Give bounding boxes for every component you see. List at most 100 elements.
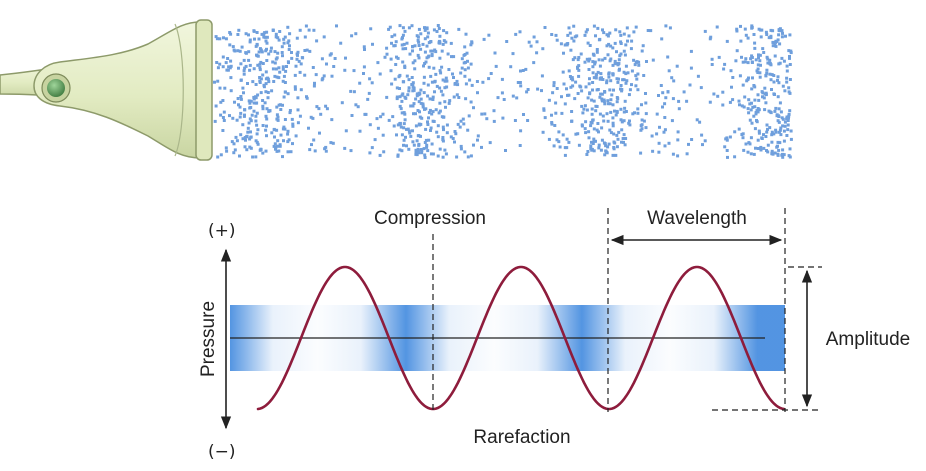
particle-dot	[785, 64, 789, 68]
particle-dot	[524, 67, 528, 71]
particle-dot	[244, 64, 248, 68]
particle-dot	[427, 65, 431, 69]
particle-dot	[788, 147, 792, 151]
particle-dot	[265, 41, 269, 45]
particle-dot	[256, 142, 260, 146]
particle-dot	[287, 48, 291, 51]
particle-dot	[599, 92, 603, 96]
particle-dot	[780, 35, 784, 39]
particle-dot	[542, 108, 546, 112]
particle-dot	[757, 53, 760, 57]
particle-dot	[375, 117, 379, 121]
particle-dot	[254, 83, 258, 86]
particle-dot	[278, 30, 282, 33]
particle-dot	[275, 105, 279, 109]
particle-dot	[257, 37, 261, 41]
particle-dot	[788, 56, 791, 60]
particle-dot	[240, 45, 244, 49]
particle-dot	[666, 90, 670, 94]
particle-dot	[644, 92, 647, 95]
particle-dot	[352, 69, 356, 73]
particle-dot	[624, 137, 628, 140]
particle-dot	[788, 55, 791, 58]
particle-dot	[576, 66, 580, 70]
particle-dot	[699, 86, 703, 90]
particle-dot	[492, 119, 496, 123]
particle-dot	[350, 114, 354, 117]
particle-dot	[559, 42, 563, 46]
particle-dot	[400, 133, 404, 137]
particle-dot	[621, 137, 625, 140]
particle-dot	[385, 52, 389, 56]
particle-dot	[413, 44, 417, 48]
particle-dot	[288, 111, 292, 115]
particle-dot	[584, 30, 588, 34]
particle-dot	[419, 32, 423, 36]
particle-dot	[395, 95, 399, 99]
particle-dot	[639, 128, 643, 132]
particle-dot	[576, 58, 580, 62]
particle-dot	[555, 138, 559, 142]
particle-dot	[768, 110, 772, 114]
particle-dot	[602, 99, 606, 103]
particle-dot	[615, 145, 619, 149]
particle-dot	[622, 32, 626, 36]
particle-dot	[422, 64, 425, 68]
particle-dot	[414, 148, 418, 152]
particle-dot	[780, 29, 784, 33]
particle-dot	[710, 57, 714, 61]
particle-dot	[543, 26, 547, 29]
particle-dot	[281, 155, 284, 159]
particle-dot	[750, 121, 754, 125]
particle-dot	[712, 92, 716, 96]
particle-dot	[735, 49, 739, 53]
particle-dot	[569, 85, 573, 89]
particle-dot	[587, 136, 591, 140]
particle-dot	[671, 97, 675, 101]
particle-dot	[547, 137, 551, 141]
particle-dot	[393, 33, 397, 37]
particle-dot	[410, 24, 414, 28]
particle-dot	[623, 106, 627, 110]
particle-dot	[509, 65, 513, 69]
particle-dot	[622, 119, 626, 123]
particle-dot	[269, 46, 273, 50]
particle-dot	[634, 74, 638, 78]
particle-dot	[368, 123, 372, 127]
particle-dot	[598, 76, 602, 80]
particle-dot	[442, 29, 446, 33]
particle-dot	[261, 107, 265, 111]
particle-dot	[571, 84, 575, 88]
particle-dot	[252, 95, 256, 99]
particle-dot	[438, 41, 442, 45]
particle-dot	[570, 110, 574, 113]
particle-dot	[469, 62, 473, 66]
particle-dot	[391, 115, 395, 119]
particle-dot	[609, 57, 613, 61]
particle-dot	[409, 104, 413, 108]
particle-dot	[605, 79, 609, 83]
particle-dot	[737, 127, 741, 131]
particle-dot	[758, 75, 762, 79]
particle-dot	[682, 90, 686, 94]
particle-dot	[281, 67, 285, 71]
particle-dot	[258, 68, 262, 72]
particle-dot	[228, 31, 232, 34]
particle-dot	[219, 113, 223, 117]
particle-dot	[324, 145, 328, 149]
particle-dot	[786, 128, 790, 132]
particle-dot	[633, 63, 637, 67]
particle-dot	[223, 86, 227, 90]
particle-dot	[255, 140, 259, 144]
particle-dot	[378, 153, 382, 157]
particle-dot	[437, 111, 441, 115]
particle-dot	[264, 39, 268, 43]
particle-dot	[759, 63, 762, 67]
particle-dot	[439, 89, 443, 93]
particle-dot	[480, 145, 483, 149]
particle-dot	[676, 138, 680, 142]
particle-dot	[619, 40, 623, 44]
particle-dot	[789, 137, 793, 141]
particle-dot	[464, 97, 468, 101]
particle-dot	[624, 110, 628, 113]
